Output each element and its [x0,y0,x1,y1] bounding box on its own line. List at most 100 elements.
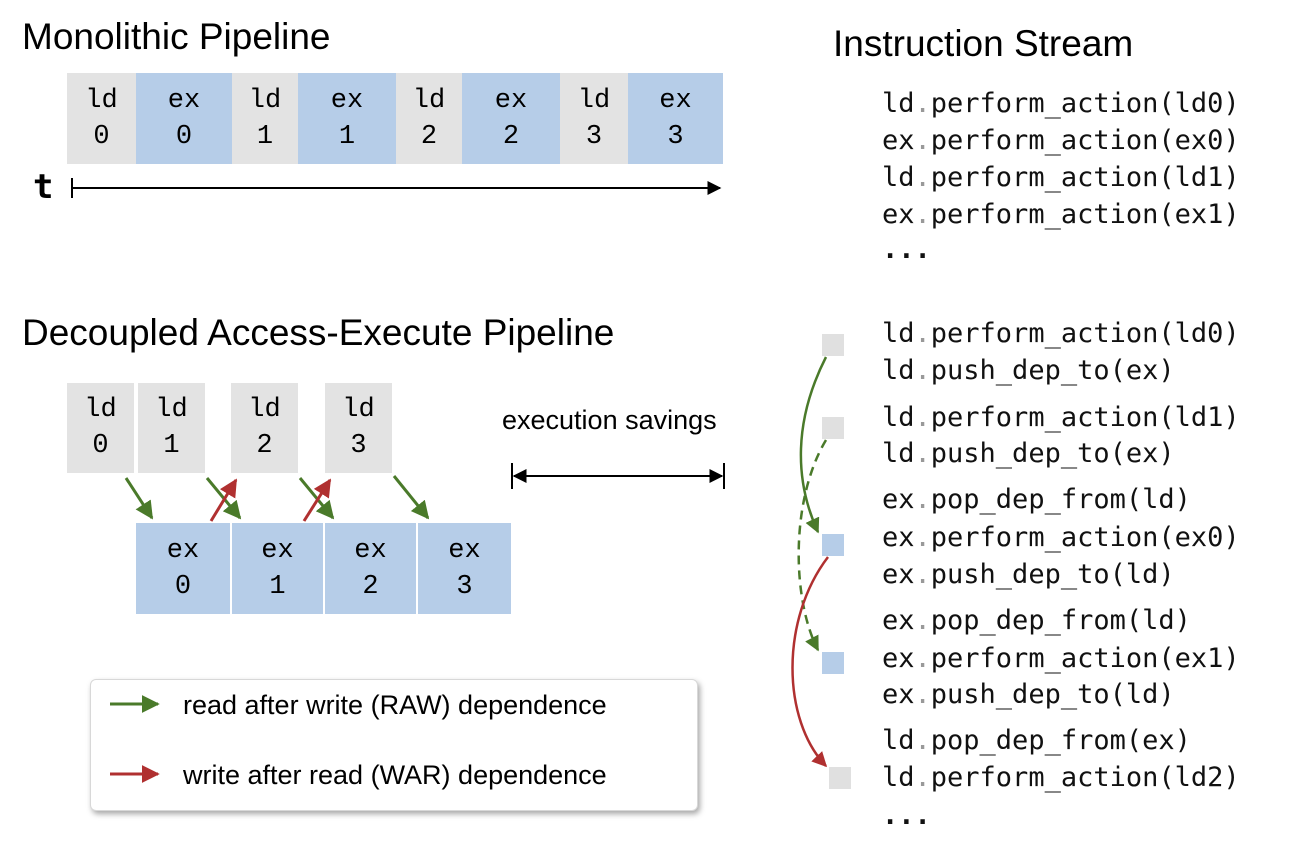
dae-stage-ex2: ex 2 [325,523,416,614]
stream-line: ld.perform_action(ld0) [882,90,1240,117]
stage-op: ld [248,85,282,116]
mono-stage-ex0: ex 0 [136,73,232,164]
stage-op: ld [85,85,118,116]
stream-line: ex.perform_action(ex0) [882,127,1240,154]
dae-stage-ld3: ld 3 [325,383,392,473]
stream-marker-ld2 [829,767,851,789]
stream-line: ex.push_dep_to(ld) [882,561,1175,588]
stage-op: ld [155,395,188,425]
mono-stage-ld1: ld 1 [232,73,298,164]
dae-stage-ld1: ld 1 [138,383,205,473]
decoupled-title: Decoupled Access-Execute Pipeline [22,312,615,353]
legend: read after write (RAW) dependence write … [90,679,698,811]
stream-marker-ld0 [822,334,844,356]
stage-op: ex [167,85,201,116]
stage-index: 3 [350,431,367,461]
stage-op: ex [354,535,387,566]
stage-op: ld [342,395,375,425]
stream-dot: . [914,125,931,156]
stream-line: ex.perform_action(ex1) [882,201,1240,228]
stage-op: ld [84,395,117,425]
war-arrow-ex1-ld3 [302,478,332,522]
stage-index: 1 [256,121,274,152]
stream-dot: . [914,643,931,674]
stage-index: 3 [456,571,473,602]
dae-stage-ex0: ex 0 [136,523,230,614]
stream-object: ex [882,559,915,590]
stage-op: ex [659,85,692,116]
stream-object: ld [882,762,915,793]
stage-index: 0 [93,121,110,152]
dae-stage-ld2: ld 2 [231,383,298,473]
dae-stage-ld0: ld 0 [67,383,134,473]
stream-line: ld.perform_action(ld0) [882,320,1240,347]
stage-op: ex [261,535,294,566]
stream-dot: . [914,605,931,636]
war-arrow-ex0-ld2 [209,478,238,522]
stream-dot: . [914,679,931,710]
stream-dot: . [914,88,931,119]
stream-ellipsis: ... [882,800,931,831]
stage-op: ld [577,85,611,116]
stream-object: ld [882,162,915,193]
stream-ellipsis: ... [882,234,931,265]
stage-index: 2 [502,121,520,152]
stream-dot: . [914,725,931,756]
stream-line: ld.push_dep_to(ex) [882,357,1175,384]
stage-op: ex [330,85,364,116]
stage-index: 0 [174,571,192,602]
stream-object: ex [882,199,915,230]
stream-line: ld.perform_action(ld1) [882,164,1240,191]
stream-call: pop_dep_from(ld) [930,484,1191,515]
stage-index: 1 [163,431,180,461]
stream-dot: . [914,199,931,230]
stream-object: ld [882,88,915,119]
stream-call: perform_action(ld1) [930,402,1240,433]
stream-dot: . [914,762,931,793]
stage-index: 2 [256,431,273,461]
mono-stage-ld3: ld 3 [560,73,628,164]
instruction-stream-title: Instruction Stream [833,23,1134,64]
stage-op: ex [448,535,481,566]
stage-index: 3 [585,121,603,152]
stream-dot: . [914,559,931,590]
time-axis-label: t [33,167,54,207]
stream-line: ex.pop_dep_from(ld) [882,486,1191,513]
stream-line: ld.push_dep_to(ex) [882,440,1175,467]
stream-object: ex [882,522,915,553]
stage-index: 0 [175,121,193,152]
stream-call: perform_action(ld0) [930,318,1240,349]
stream-object: ld [882,402,915,433]
stage-op: ex [494,85,528,116]
stream-object: ex [882,484,915,515]
stream-line: ex.perform_action(ex0) [882,524,1240,551]
mono-stage-ld0: ld 0 [67,73,136,164]
mono-stage-ex2: ex 2 [462,73,560,164]
stage-index: 0 [92,431,109,461]
stream-call: perform_action(ex0) [930,522,1240,553]
stream-object: ld [882,438,915,469]
stream-marker-ex0 [822,534,844,556]
stream-call: perform_action(ld2) [930,762,1240,793]
stage-index: 1 [338,121,356,152]
stage-op: ld [248,395,281,425]
stream-dot: . [914,522,931,553]
stream-call: push_dep_to(ld) [930,559,1175,590]
stream-call: pop_dep_from(ld) [930,605,1191,636]
stage-op: ex [166,535,200,566]
stream-call: push_dep_to(ld) [930,679,1175,710]
stage-index: 2 [362,571,379,602]
stream-object: ex [882,125,915,156]
raw-arrow-ld3-ex3 [392,475,430,520]
stream-dot: . [914,438,931,469]
stream-war-ex0-ld2 [791,556,829,768]
stream-raw-ld0-ex0 [799,356,828,534]
stream-call: push_dep_to(ex) [930,438,1175,469]
execution-savings-label: execution savings [502,405,717,435]
stream-call: perform_action(ex1) [930,643,1240,674]
stream-line: ex.perform_action(ex1) [882,645,1240,672]
stream-line: ex.push_dep_to(ld) [882,681,1175,708]
legend-war-label: write after read (WAR) dependence [183,760,607,790]
